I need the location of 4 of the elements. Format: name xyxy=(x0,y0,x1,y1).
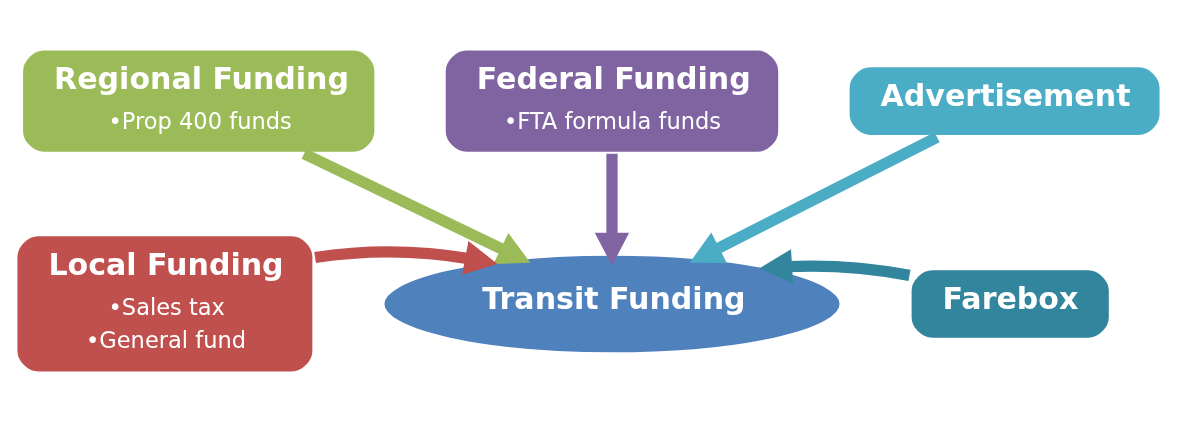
arrow xyxy=(314,240,498,275)
arrow xyxy=(301,148,531,264)
arrow xyxy=(759,248,911,284)
arrow xyxy=(594,153,630,266)
